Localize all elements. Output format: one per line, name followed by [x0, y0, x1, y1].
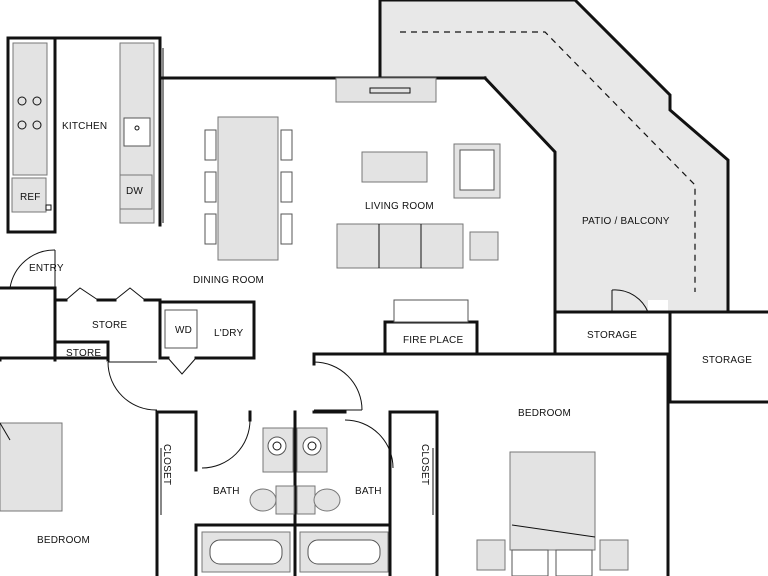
entry-label: ENTRY	[29, 263, 64, 274]
refrigerator	[11, 177, 47, 213]
store-label-2: STORE	[66, 348, 101, 359]
bath-fixtures	[201, 427, 389, 573]
fireplace-label: FIRE PLACE	[403, 335, 463, 346]
bedroom-left-label: BEDROOM	[37, 535, 90, 546]
kitchen-label: KITCHEN	[62, 121, 107, 132]
wd-label: WD	[175, 325, 192, 336]
bedroom-furniture	[0, 422, 629, 576]
doors	[9, 249, 649, 515]
laundry-label: L'DRY	[214, 328, 244, 339]
bath-right-label: BATH	[355, 486, 382, 497]
kitchen-fixtures	[11, 42, 164, 224]
closet-left-label: CLOSET	[161, 444, 172, 485]
washer-dryer	[164, 309, 198, 349]
dining-table	[204, 116, 293, 261]
bedroom-right-label: BEDROOM	[518, 408, 571, 419]
dining-label: DINING ROOM	[193, 275, 264, 286]
storage-label-2: STORAGE	[702, 355, 752, 366]
store-label-1: STORE	[92, 320, 127, 331]
ref-label: REF	[20, 192, 41, 203]
living-furniture	[335, 77, 501, 323]
living-label: LIVING ROOM	[365, 201, 434, 212]
closet-right-label: CLOSET	[419, 444, 430, 485]
bath-left-label: BATH	[213, 486, 240, 497]
storage-label-1: STORAGE	[587, 330, 637, 341]
dw-label: DW	[126, 186, 143, 197]
patio-label: PATIO / BALCONY	[582, 216, 670, 227]
dishwasher	[119, 174, 153, 210]
